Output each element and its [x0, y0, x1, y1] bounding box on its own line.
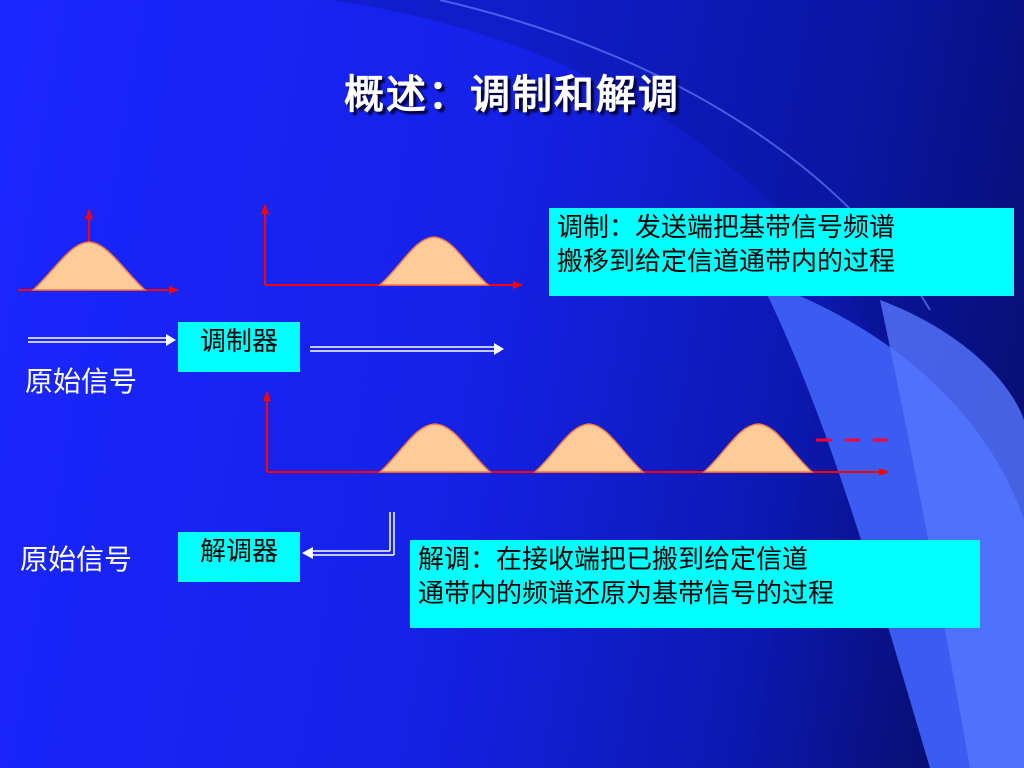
demodulator-block: 解调器	[178, 532, 300, 582]
return-arrow	[302, 512, 395, 559]
original-signal-label-top: 原始信号	[25, 365, 138, 398]
channel-spectrum-shape-1	[378, 423, 492, 473]
output-arrow	[310, 343, 504, 355]
modulation-note-line1: 调制：发送端把基带信号频谱	[557, 213, 896, 243]
original-signal-label-bottom: 原始信号	[20, 543, 133, 576]
baseband-spectrum-plot	[18, 209, 179, 294]
demodulation-note-line1: 解调：在接收端把已搬到给定信道	[418, 545, 809, 575]
modulation-note-line2: 搬移到给定信道通带内的过程	[557, 247, 896, 277]
modulation-note: 调制：发送端把基带信号频谱 搬移到给定信道通带内的过程	[549, 208, 1014, 296]
input-arrow	[28, 334, 176, 346]
slide-title: 概述：调制和解调	[344, 71, 680, 118]
demodulation-note-line2: 通带内的频谱还原为基带信号的过程	[418, 579, 835, 609]
channel-spectrum-shape-3	[702, 423, 814, 473]
baseband-spectrum-shape	[31, 241, 147, 291]
demodulation-note: 解调：在接收端把已搬到给定信道 通带内的频谱还原为基带信号的过程	[410, 540, 980, 628]
modulator-block: 调制器	[178, 322, 300, 372]
modulated-spectrum-plot	[261, 204, 523, 289]
channel-spectrum-shape-2	[533, 423, 645, 473]
channel-spectrum-plot	[263, 391, 889, 476]
modulated-spectrum-shape	[378, 236, 490, 286]
